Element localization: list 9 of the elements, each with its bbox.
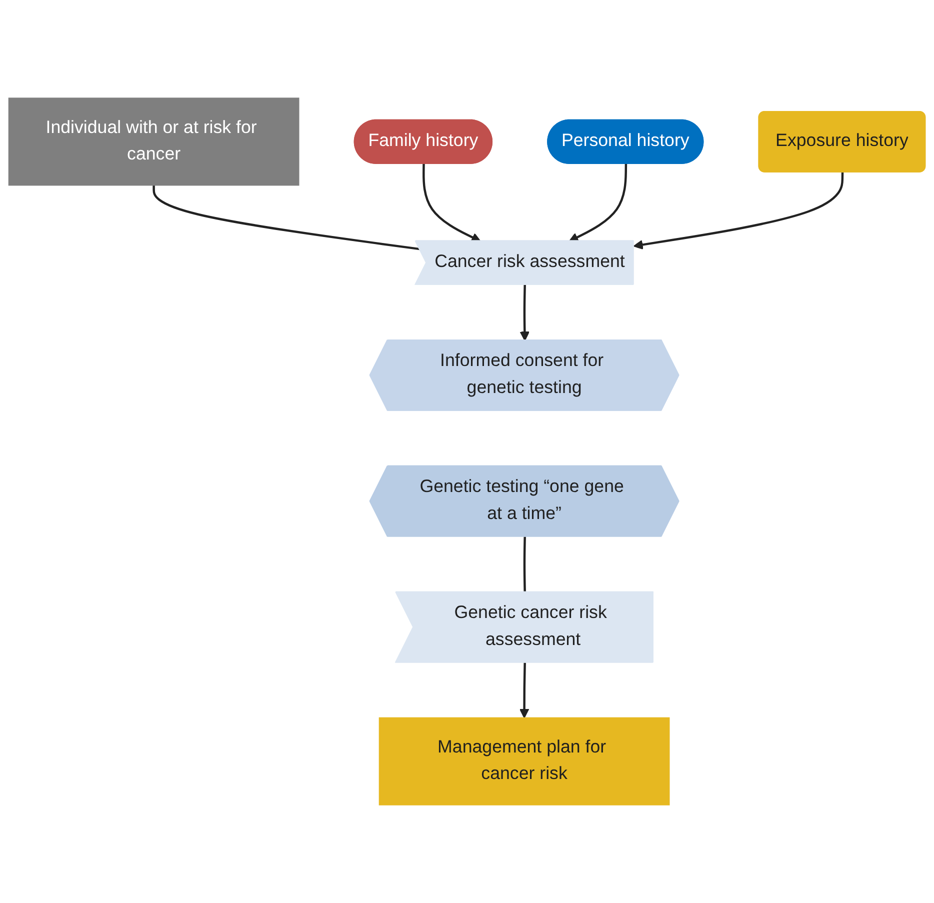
node-box: Individual with or at risk for cancer [8, 98, 300, 186]
arrow [568, 164, 628, 242]
node-box: Management plan for cancer risk [378, 717, 670, 806]
arrow [519, 662, 530, 718]
connector [523, 536, 526, 592]
arrow [520, 284, 530, 342]
arrow [633, 172, 844, 250]
arrow [422, 164, 481, 242]
connector [152, 185, 420, 250]
